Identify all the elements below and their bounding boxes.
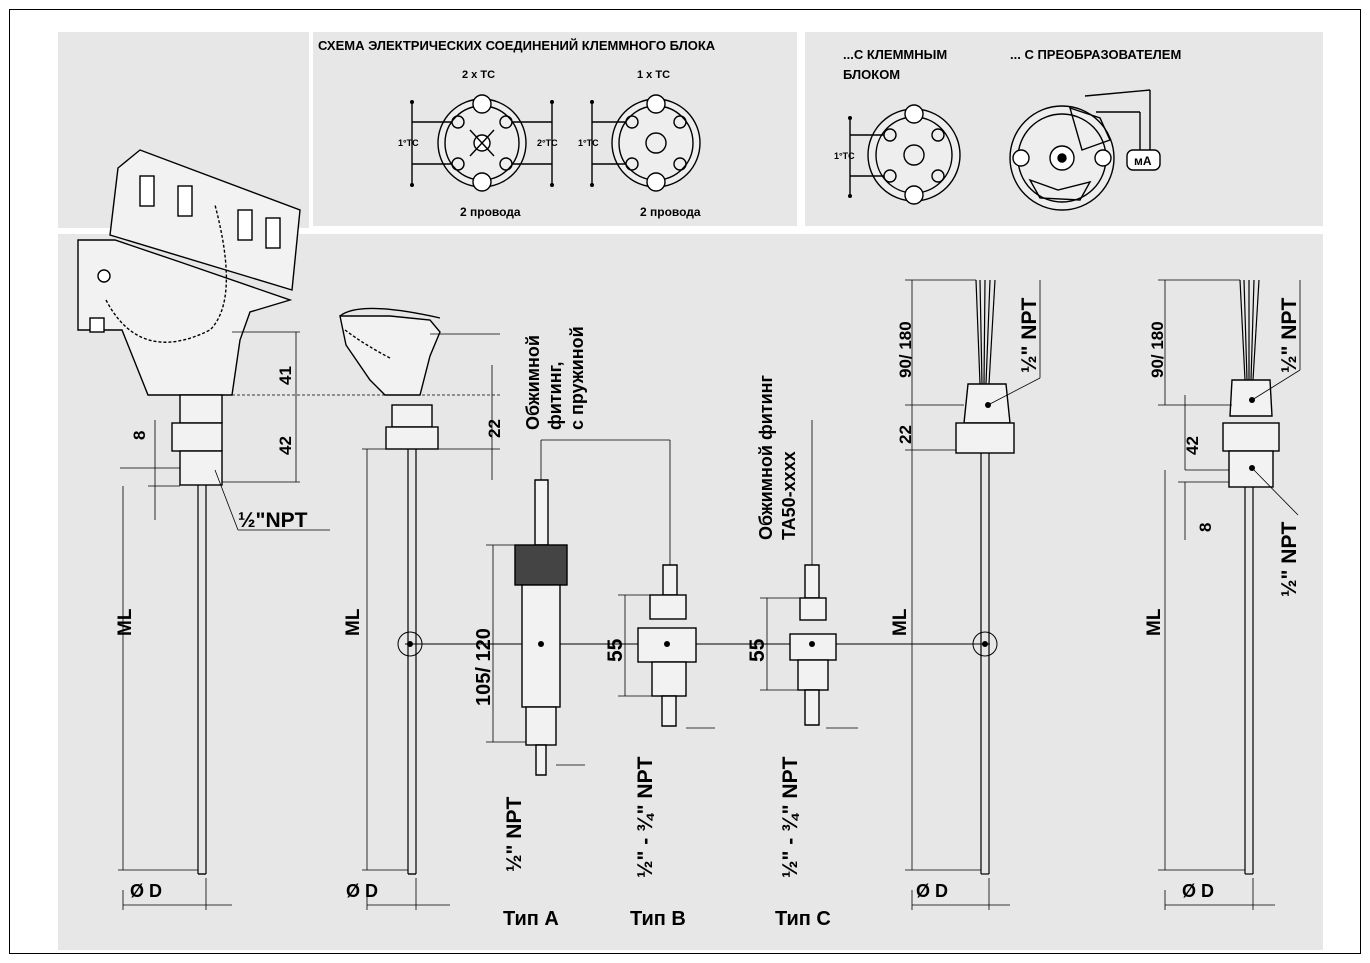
npt-label-f: ½" NPT: [1278, 522, 1301, 597]
dim-od-4: Ø D: [1182, 881, 1214, 901]
tc1-label: 1°TC: [398, 138, 419, 148]
transmitter-caption: ... С ПРЕОБРАЗОВАТЕЛЕМ: [1010, 47, 1181, 62]
npt-label-d: ½" NPT: [1018, 298, 1041, 373]
npt-label-a: ½" NPT: [503, 797, 526, 872]
dim-ml-1: ML: [115, 608, 136, 636]
terminal-caption-line2: БЛОКОМ: [843, 67, 900, 82]
dim-41: 41: [276, 366, 295, 385]
type-a-fitting: [514, 479, 568, 776]
dim-105-120: 105/ 120: [473, 628, 495, 706]
npt-label-e: ½" NPT: [1278, 298, 1301, 373]
wires-label-single: 2 провода: [640, 205, 701, 219]
dual-tc-label: 2 x TC: [462, 69, 495, 81]
dim-22-a: 22: [896, 425, 915, 444]
dim-ml-2: ML: [343, 608, 364, 636]
single-tc-label: 1 x TC: [637, 69, 670, 81]
ta50-fitting-line1: Обжимной фитинг: [756, 374, 776, 540]
wires-label-dual: 2 провода: [460, 205, 521, 219]
type-b-label: Тип В: [630, 908, 686, 930]
type-c-fitting: [789, 564, 837, 726]
dim-ml-3: ML: [890, 608, 911, 636]
dim-8-b: 8: [1196, 523, 1215, 532]
dim-od-2: Ø D: [346, 881, 378, 901]
dim-55-c: 55: [746, 638, 769, 662]
dim-42-b: 42: [1183, 436, 1202, 455]
spring-fitting-line1: Обжимной: [523, 335, 543, 430]
single-terminal-block: [591, 94, 701, 192]
spring-fitting-line2: фитинг,: [545, 362, 565, 430]
dim-90-180-a: 90/ 180: [896, 321, 915, 378]
spring-fitting-line3: с пружиной: [567, 326, 587, 430]
type-c-label: Тип С: [775, 908, 831, 930]
sheet-border: [9, 9, 1361, 954]
dim-od-1: Ø D: [130, 881, 162, 901]
dim-90-180-b: 90/ 180: [1148, 321, 1167, 378]
dim-8: 8: [130, 431, 149, 440]
wiring-title: СХЕМА ЭЛЕКТРИЧЕСКИХ СОЕДИНЕНИЙ КЛЕММНОГО…: [318, 38, 716, 53]
transmitter-head-view: [1009, 89, 1151, 211]
npt-label-b: ½" - ¾" NPT: [634, 756, 657, 878]
ta50-fitting-line2: TA50-xxxx: [779, 451, 799, 540]
terminal-head-view: [849, 104, 961, 205]
mount-tc1-label: 1°TC: [834, 151, 855, 161]
ma-label: мА: [1134, 154, 1152, 168]
npt-label-1: ½"NPT: [238, 509, 308, 532]
sensor-head-with-lid: [77, 149, 301, 875]
type-a-label: Тип А: [503, 908, 559, 930]
dim-ml-4: ML: [1144, 608, 1165, 636]
dim-42: 42: [276, 436, 295, 455]
dim-22-head: 22: [485, 419, 504, 438]
tc1-label-single: 1°TC: [578, 138, 599, 148]
dual-terminal-block: [411, 94, 553, 192]
type-b-fitting: [637, 564, 697, 727]
dim-55-b: 55: [604, 638, 627, 662]
dim-od-3: Ø D: [916, 881, 948, 901]
terminal-caption-line1: ...С КЛЕММНЫМ: [843, 47, 947, 62]
sensor-head-open: [339, 307, 441, 875]
wiring-panel: [313, 32, 797, 226]
tc2-label: 2°TC: [537, 138, 558, 148]
ma-box: [1126, 149, 1161, 171]
npt-label-c: ½" - ¾" NPT: [779, 756, 802, 878]
